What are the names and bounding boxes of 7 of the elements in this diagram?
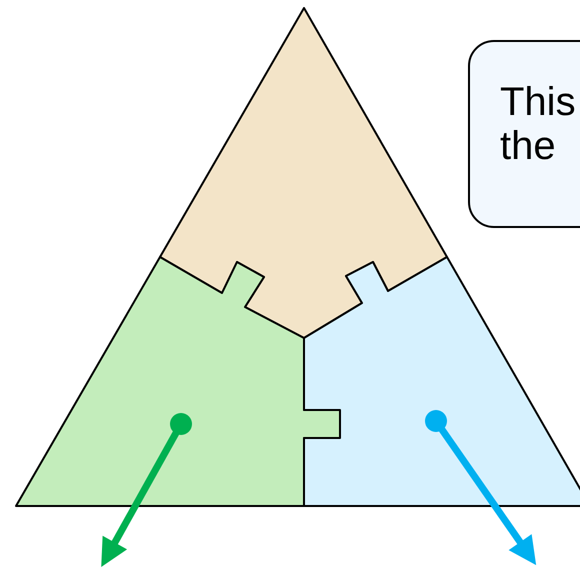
puzzle-piece <box>159 7 448 339</box>
puzzle-piece <box>303 256 580 507</box>
callout-text: This the <box>500 80 577 168</box>
arrow <box>425 410 536 566</box>
puzzle-piece <box>15 256 341 507</box>
arrow <box>101 413 192 567</box>
callout-box <box>468 40 580 228</box>
